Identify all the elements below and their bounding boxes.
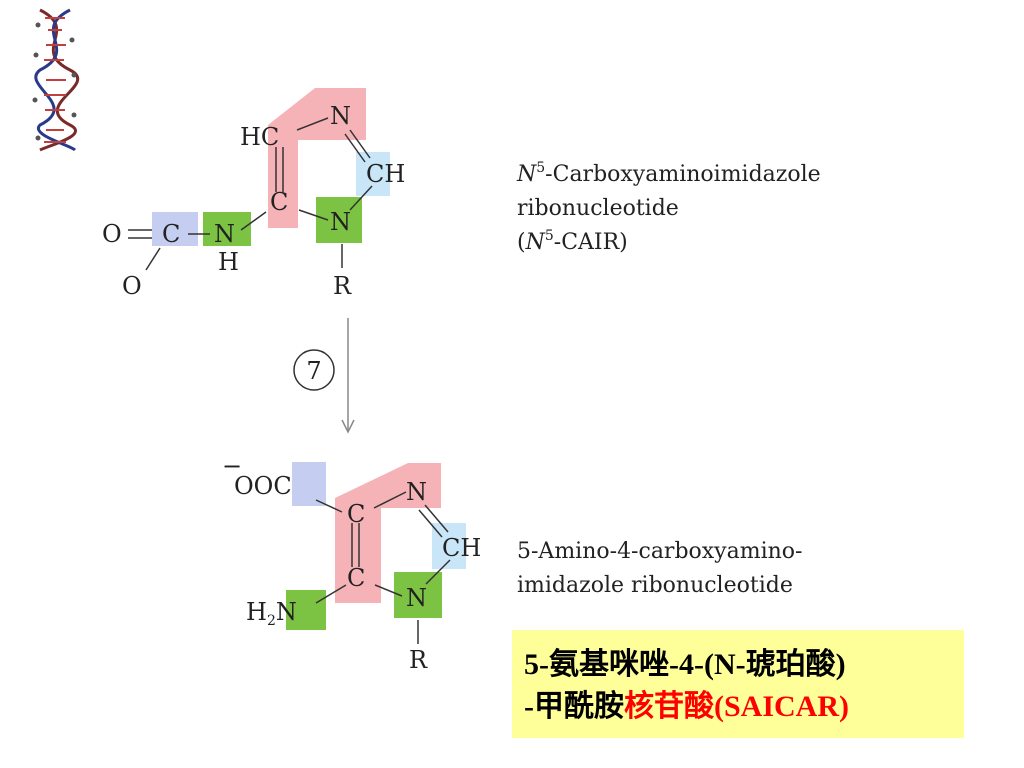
amino-n-highlight — [286, 590, 326, 630]
dna-helix-icon — [32, 8, 80, 152]
atom-c-carb: C — [162, 220, 180, 248]
bottom-name-line1: 5-Amino-4-carboxyamino- — [517, 539, 802, 564]
bottom-structure: − OOC C N CH C N H2N R 5-Amino-4-carboxy… — [222, 452, 802, 674]
ring-highlight — [268, 88, 366, 228]
atom-n-top-2: N — [406, 478, 427, 506]
carbonyl-highlight — [152, 212, 198, 246]
atom-o-double: O — [102, 220, 122, 248]
step-number-badge: 7 — [293, 349, 335, 391]
atom-charge: − — [222, 452, 242, 480]
top-name-line1: N5-Carboxyaminoimidazole — [516, 160, 821, 187]
atom-c-ring: C — [270, 188, 288, 216]
atom-ooc: OOC — [234, 472, 292, 500]
atom-h: H — [218, 248, 239, 276]
atom-n-top: N — [330, 102, 351, 130]
ring-highlight-2 — [335, 463, 441, 603]
top-name-line3: (N5-CAIR) — [517, 228, 628, 255]
atom-h2n: H2N — [246, 598, 297, 629]
ring-n-highlight-2 — [394, 572, 442, 618]
atom-n-h: N — [214, 220, 235, 248]
chinese-name-line2: -甲酰胺核苷酸(SAICAR) — [524, 686, 956, 728]
chinese-name-line1: 5-氨基咪唑-4-(N-琥珀酸) — [524, 648, 846, 681]
step-number: 7 — [306, 357, 321, 385]
atom-c-lower: C — [347, 564, 365, 592]
atom-o-minus: O — [122, 272, 142, 300]
chinese-name-abbrev: (SAICAR) — [714, 690, 849, 723]
atom-r-2: R — [409, 646, 428, 674]
top-name-line2: ribonucleotide — [517, 196, 679, 221]
atom-c-upper: C — [347, 500, 365, 528]
atom-n-ring: N — [330, 208, 351, 236]
reaction-arrow — [341, 318, 355, 434]
carboxyl-highlight — [292, 462, 326, 506]
top-structure: HC N CH C N O C N H O R N5-Carboxyaminoi… — [102, 88, 821, 300]
atom-n-ring-2: N — [406, 584, 427, 612]
atom-r: R — [333, 272, 352, 300]
bottom-name-line2: imidazole ribonucleotide — [517, 573, 793, 598]
chinese-name-box: 5-氨基咪唑-4-(N-琥珀酸) -甲酰胺核苷酸(SAICAR) — [512, 630, 964, 738]
atom-ch: CH — [366, 160, 405, 188]
chinese-name-formamide: -甲酰胺 — [524, 690, 624, 723]
atom-ch-2: CH — [442, 534, 481, 562]
atom-hc: HC — [240, 123, 279, 151]
chinese-name-nucleotide: 核苷酸 — [624, 690, 714, 723]
ch-highlight — [356, 152, 390, 196]
